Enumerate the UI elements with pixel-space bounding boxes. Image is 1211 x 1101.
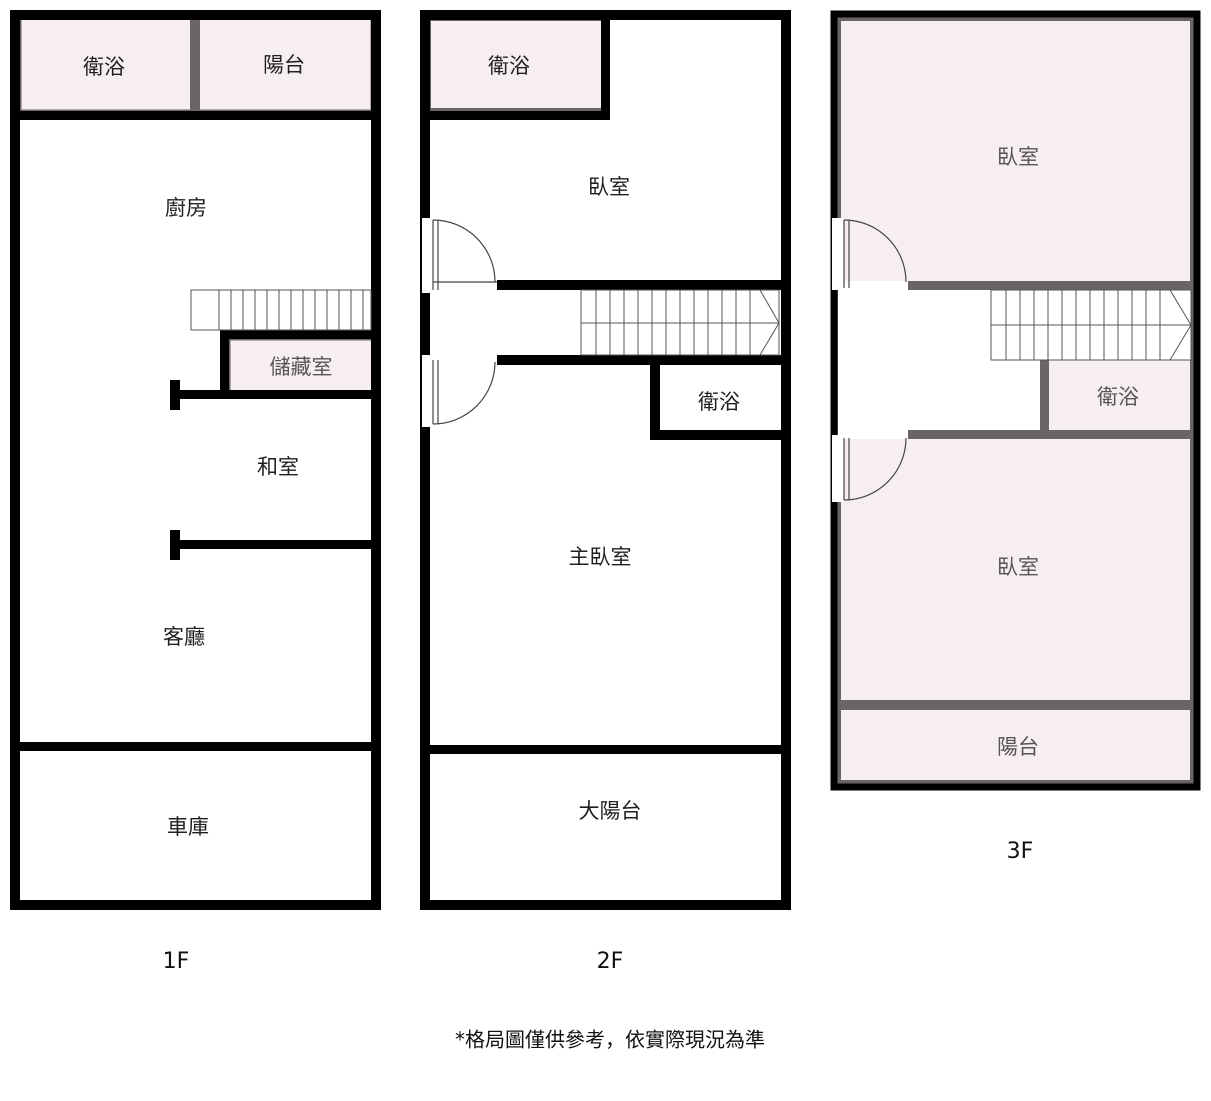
disclaimer-text: *格局圖僅供參考，依實際現況為準 [455,1028,765,1052]
f3-wall-balcony [838,700,1193,710]
f2-wall-bath-right [601,15,610,120]
floor-1f: 衛浴 陽台 廚房 儲藏室 和室 客廳 車庫 1F [10,10,381,974]
f1-outer-wall [10,10,381,910]
floor-3f: 臥室 衛浴 臥室 陽台 3F [830,10,1201,864]
f1-storage-label: 儲藏室 [270,355,333,379]
f2-stairs [580,289,780,356]
floor-2f: 衛浴 臥室 衛浴 主臥室 大陽台 2F [420,10,791,974]
f2-wall-bath-mid-left [650,355,660,440]
f2-outer-wall [420,10,791,910]
f2-door-2 [432,360,496,425]
f1-stairs [190,289,372,331]
f2-wall-balcony [425,745,786,754]
f2-bath-top-label: 衛浴 [488,54,530,78]
f3-wall-corridor-bottom [907,430,1193,439]
f3-balcony-label: 陽台 [997,735,1039,759]
f3-corridor-left-fill [838,281,908,439]
f3-door-opening-1 [832,218,844,290]
f1-bath-label: 衛浴 [83,55,125,79]
f3-bath-fill [1048,360,1193,430]
f2-door-opening-1 [422,218,434,293]
f1-wall-end-cap-2 [170,530,180,560]
f3-door-opening-2 [832,435,844,502]
f1-wall-japanese-top [176,390,376,399]
f3-bath-label: 衛浴 [1097,385,1139,409]
f1-garage-label: 車庫 [167,815,209,839]
f3-outer-wall [830,10,1201,791]
f1-wall-japanese-bottom [176,540,376,549]
f2-wall-bath-bottom [425,111,610,120]
f1-wall-top [15,111,376,120]
f3-floor-label: 3F [1007,839,1034,864]
f2-bath-top-fill [428,18,604,111]
f2-wall-corridor-top [497,280,786,290]
f1-wall-storage-left [220,330,229,395]
f1-kitchen-label: 廚房 [165,196,207,220]
f2-door-1 [432,219,497,290]
f3-door-2 [843,437,907,501]
f1-wall-garage [15,742,376,751]
f2-wall-bath-mid-bottom [650,430,786,440]
f1-floor-label: 1F [163,949,190,974]
f3-wall-bath-left [1040,360,1049,439]
f2-bath-mid-label: 衛浴 [698,390,740,414]
f2-floor-label: 2F [597,949,624,974]
f1-storage-fill [230,340,372,393]
f1-wall-end-cap-1 [170,380,180,410]
f1-wall-storage-top [220,330,376,339]
f1-top-divider [190,16,200,113]
f3-bedroom-top-label: 臥室 [997,145,1039,169]
f3-door-1 [843,219,907,288]
f3-bedroom-bottom-label: 臥室 [997,555,1039,579]
f2-big-balcony-label: 大陽台 [579,799,642,823]
f1-japanese-room-label: 和室 [257,455,299,479]
f3-wall-corridor-top [907,281,1193,290]
f2-wall-corridor-bottom [497,355,786,365]
f1-living-room-label: 客廳 [163,625,205,649]
f1-balcony-label: 陽台 [263,53,305,77]
f2-master-bedroom-label: 主臥室 [569,545,632,569]
f2-door-opening-2 [422,355,434,427]
f3-stairs [990,289,1192,361]
f2-bedroom-label: 臥室 [588,175,630,199]
